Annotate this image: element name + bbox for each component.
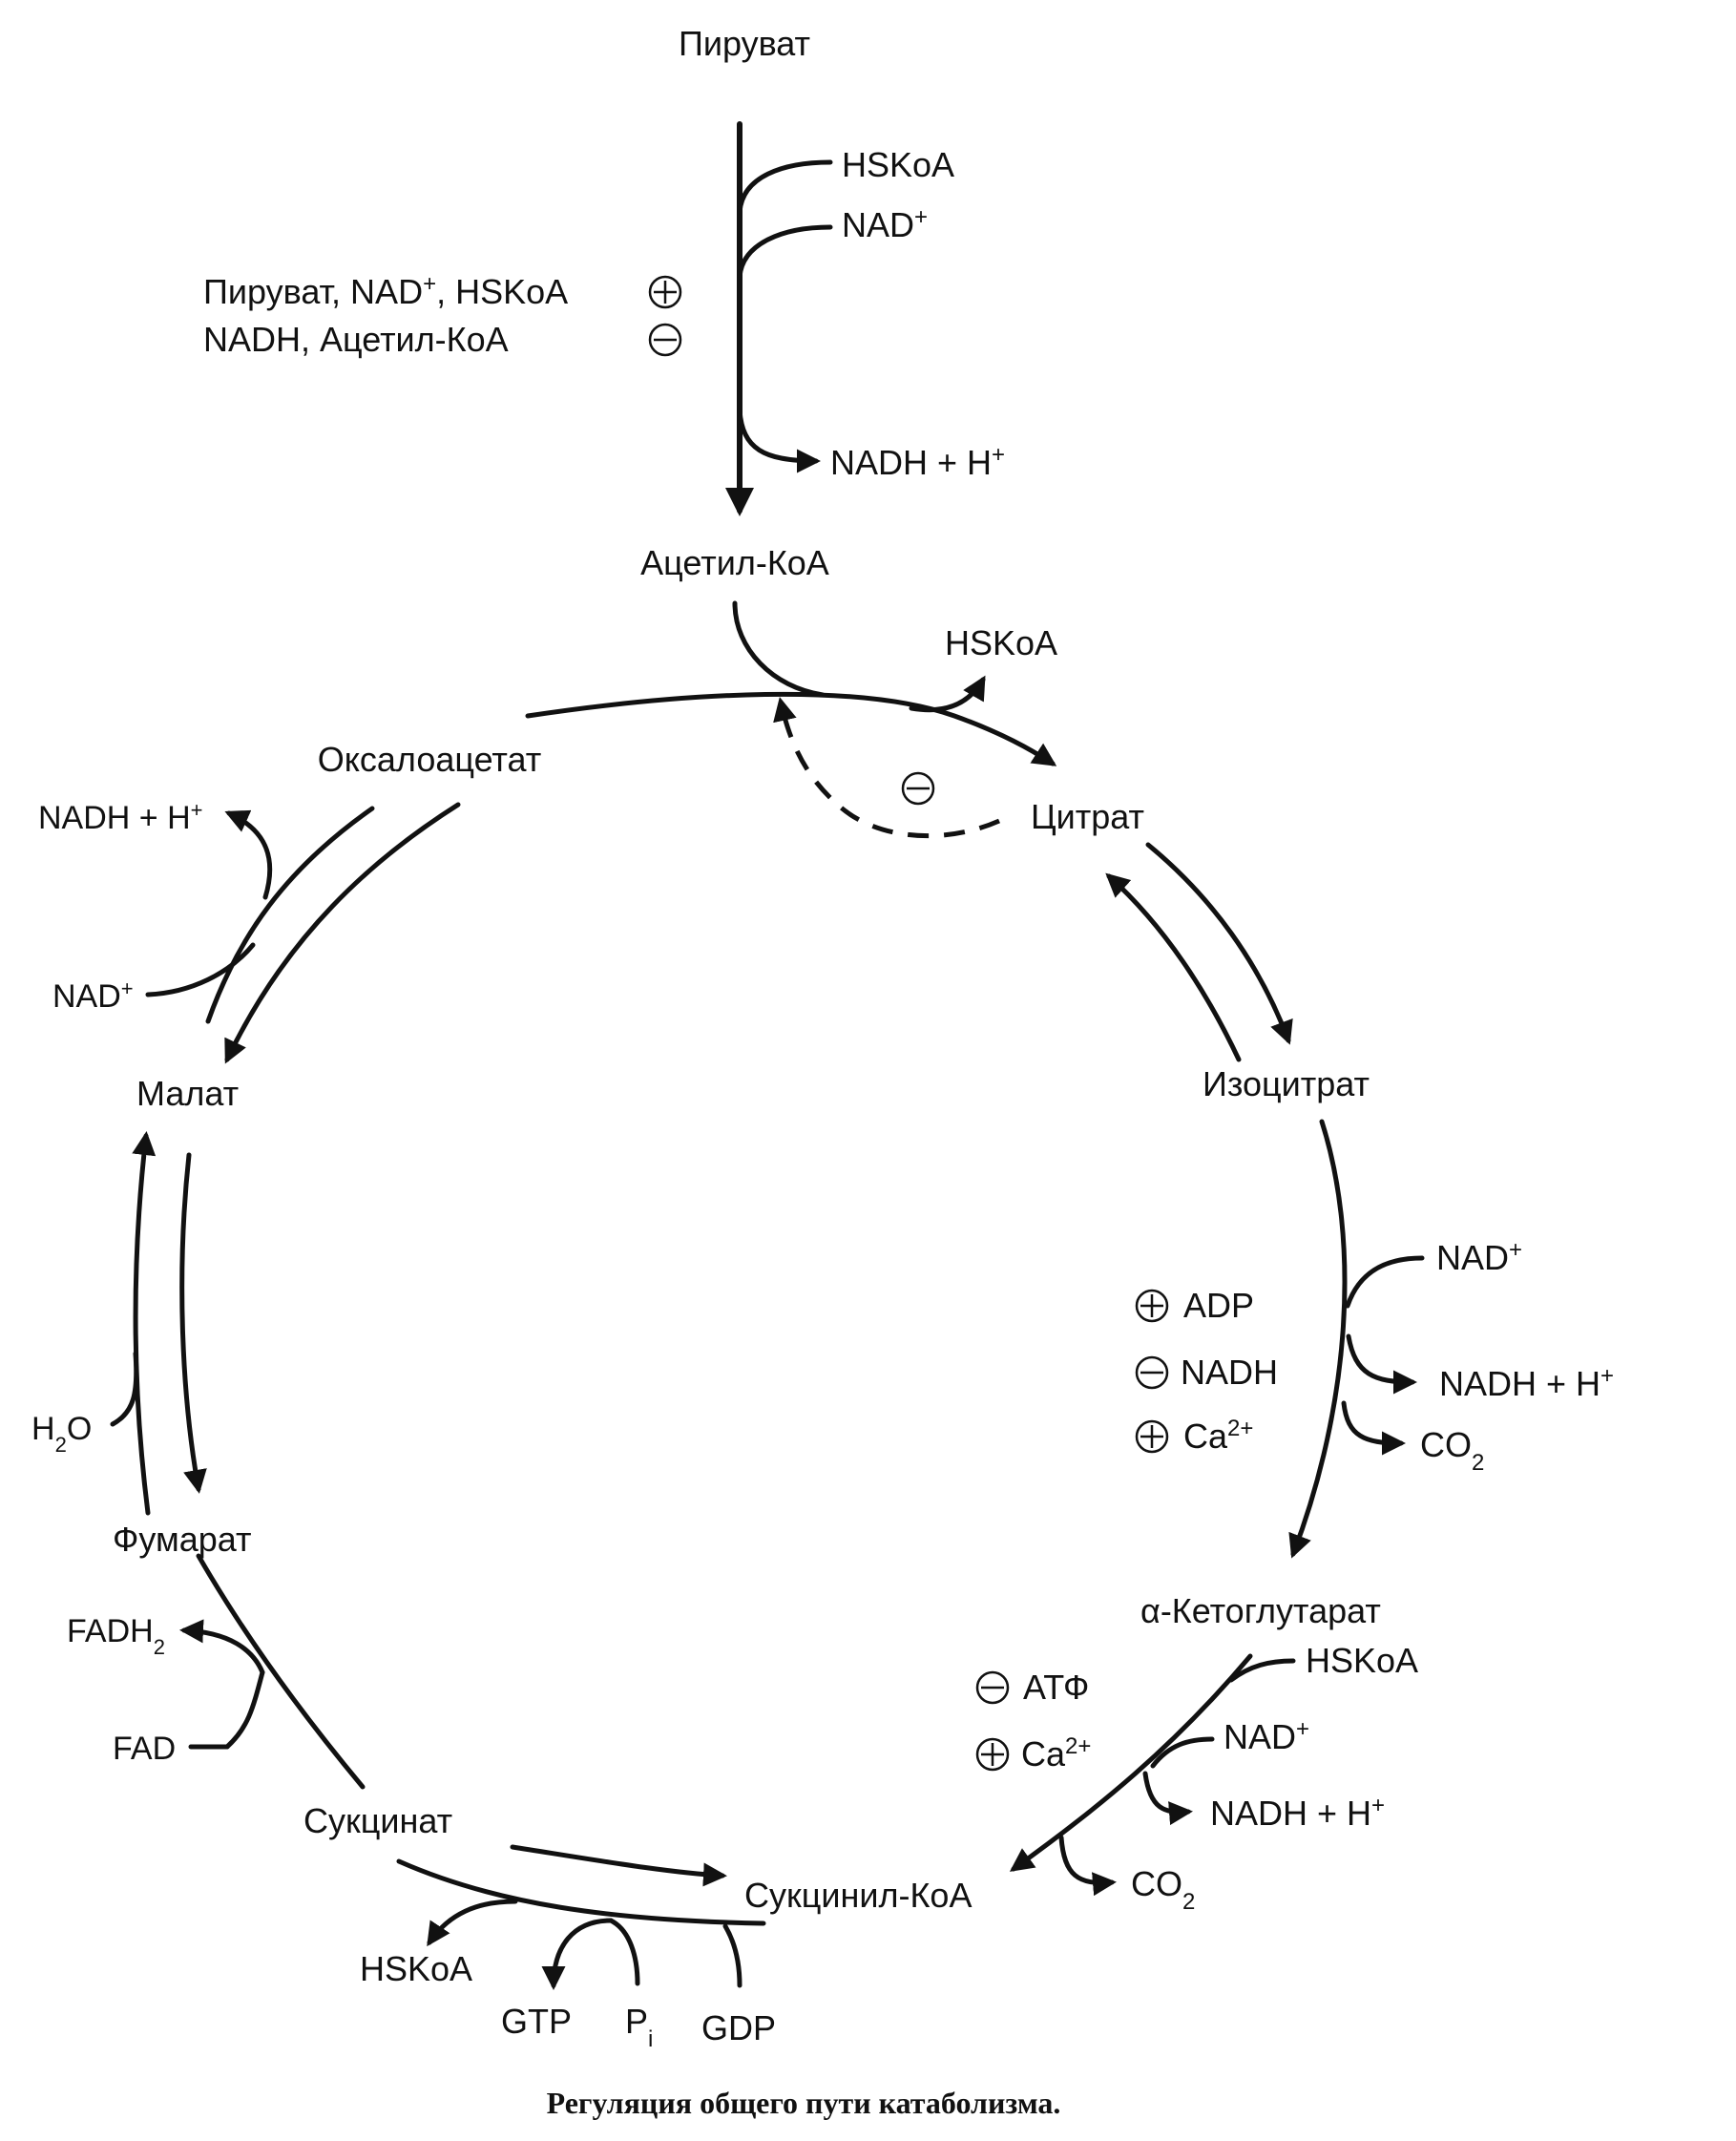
branch-fumarase-h2o-in (110, 1351, 139, 1427)
label-akgdh-ca: Ca2+ (1021, 1733, 1091, 1774)
branch-mdh-nad-in (145, 942, 256, 997)
branch-akgdh-hskoa-in (1228, 1658, 1296, 1683)
label-icdh-adp: ADP (1183, 1286, 1254, 1325)
label-icdh-nadh-reg: NADH (1181, 1353, 1278, 1392)
plus-icon (1135, 1419, 1169, 1454)
label-mdh-nadh: NADH + H+ (38, 798, 203, 837)
branch-sdh-fadh2-out (179, 1619, 265, 1675)
figure-caption: Регуляция общего пути катаболизма. (547, 2086, 1061, 2120)
label-isocitrate: Изоцитрат (1203, 1064, 1370, 1103)
label-scs-gtp: GTP (501, 2002, 572, 2041)
label-fumarate: Фумарат (113, 1520, 251, 1559)
label-sdh-fad: FAD (113, 1731, 176, 1767)
minus-icon (648, 323, 682, 357)
label-pyruvate: Пируват (679, 24, 810, 63)
branch-akgdh-nad-in (1150, 1736, 1215, 1769)
label-sdh-fadh2: FADH2 (67, 1613, 165, 1659)
arrow-oxaloacetate-to-malate (224, 802, 461, 1064)
label-alpha-ketoglutarate: α-Кетоглутарат (1140, 1591, 1381, 1630)
label-akgdh-co2: CO2 (1131, 1864, 1195, 1915)
label-mdh-nad: NAD+ (52, 976, 134, 1016)
label-pdh-nad: NAD+ (842, 204, 928, 245)
arrow-succinylcoa-to-succinate (396, 1858, 766, 1926)
label-icdh-nad: NAD+ (1436, 1237, 1522, 1278)
plus-icon (975, 1737, 1010, 1772)
plus-icon (1135, 1289, 1169, 1323)
arrow-succinate-to-fumarate (196, 1553, 366, 1790)
branch-icdh-nad-in (1345, 1255, 1425, 1309)
arrow-succinate-to-succinylcoa (510, 1844, 727, 1887)
arrow-oxaloacetate-to-citrate (525, 691, 1057, 766)
arrow-fumarate-to-malate (132, 1131, 157, 1516)
label-scs-hskoa: HSKoA (360, 1949, 472, 1988)
branch-akgdh-co2-out (1058, 1835, 1117, 1897)
branch-icdh-co2-out (1341, 1400, 1406, 1456)
branch-pdh-nad-in (737, 224, 833, 280)
branch-acetylcoa-in (732, 600, 826, 698)
label-icdh-co2: CO2 (1420, 1425, 1484, 1476)
branch-scs-hskoa-out (427, 1899, 518, 1947)
branch-scs-gtp-out (541, 1918, 614, 1990)
branch-scs-pi-in (608, 1918, 640, 1986)
label-pdh-activators: Пируват, NAD+, HSKoA (203, 271, 568, 312)
label-acetyl-coa: Ацетил-КоА (640, 543, 829, 582)
plus-icon (648, 275, 682, 309)
label-citrate: Цитрат (1031, 797, 1144, 836)
branch-sdh-fad-in (224, 1669, 265, 1750)
minus-icon (975, 1670, 1010, 1705)
branch-mdh-nadh-out (224, 809, 273, 900)
label-akgdh-atp: АТФ (1023, 1668, 1089, 1707)
feedback-citrate-inhibits (773, 697, 1001, 839)
arrow-oxaloacetate-to-malate-line (205, 806, 375, 1024)
label-cs-hskoa: HSKoA (945, 623, 1057, 662)
label-icdh-nadh: NADH + H+ (1439, 1363, 1614, 1404)
branch-cs-hskoa-out (909, 675, 986, 713)
label-akgdh-hskoa: HSKoA (1306, 1641, 1418, 1680)
branch-akgdh-nadh-out (1142, 1771, 1193, 1826)
label-pdh-nadh: NADH + H+ (830, 442, 1005, 483)
minus-icon (901, 771, 935, 806)
label-pdh-hskoa: HSKoA (842, 145, 954, 184)
arrow-isocitrate-to-citrate (1105, 872, 1242, 1062)
label-succinyl-coa: Сукцинил-КоА (744, 1876, 972, 1915)
arrow-isocitrate-to-akg (1288, 1119, 1348, 1559)
arrow-akg-to-succinylcoa (1009, 1653, 1253, 1872)
branch-pdh-hskoa-in (737, 159, 833, 215)
label-pdh-inhibitors: NADH, Ацетил-КоА (203, 320, 509, 359)
label-fumarase-h2o: H2O (31, 1411, 92, 1457)
arrow-citrate-to-isocitrate (1145, 842, 1293, 1045)
label-scs-pi: Pi (625, 2002, 653, 2052)
branch-icdh-nadh-out (1346, 1333, 1417, 1395)
label-akgdh-nadh: NADH + H+ (1210, 1793, 1385, 1834)
label-scs-gdp: GDP (701, 2008, 776, 2047)
label-akgdh-nad: NAD+ (1224, 1716, 1309, 1757)
label-malate: Малат (136, 1074, 239, 1113)
branch-pdh-nadh-out (737, 408, 821, 473)
label-oxaloacetate: Оксалоацетат (318, 740, 541, 779)
label-succinate: Сукцинат (303, 1801, 452, 1840)
minus-icon (1135, 1355, 1169, 1390)
label-icdh-ca: Ca2+ (1183, 1416, 1253, 1457)
branch-scs-gdp-in (722, 1923, 743, 1988)
arrow-malate-to-fumarate (179, 1152, 207, 1494)
